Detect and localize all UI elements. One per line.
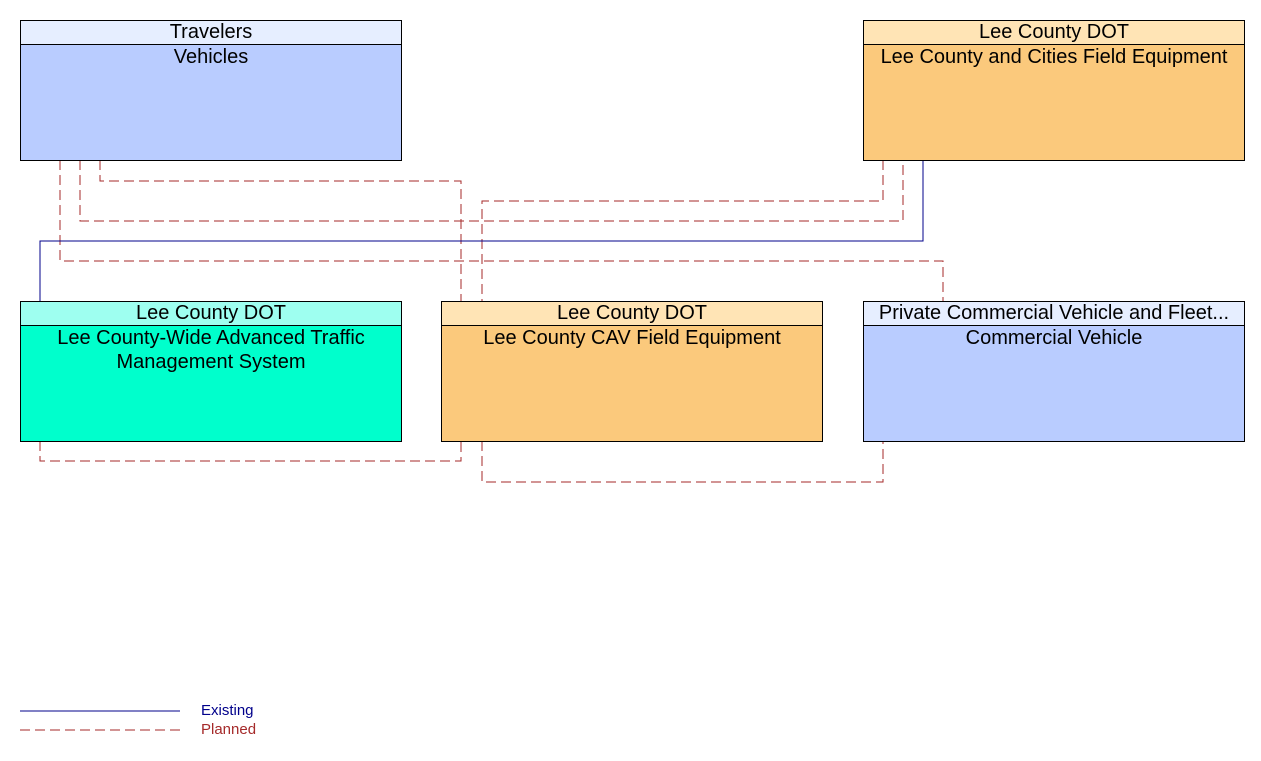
node-vehicles-owner: Travelers xyxy=(21,21,401,45)
flow-cav-commercial xyxy=(481,441,884,483)
node-commercial-owner: Private Commercial Vehicle and Fleet... xyxy=(864,302,1244,326)
flow-field-equipment-cav xyxy=(481,160,884,301)
node-field-equipment[interactable]: Lee County DOT Lee County and Cities Fie… xyxy=(863,20,1245,161)
node-commercial-name: Commercial Vehicle xyxy=(965,327,1143,349)
node-vehicles-name: Vehicles xyxy=(173,46,249,68)
flow-vehicles-commercial xyxy=(59,160,944,301)
flow-field-equipment-atms xyxy=(39,160,924,301)
legend-existing-label: Existing xyxy=(201,702,254,719)
node-atms[interactable]: Lee County DOT Lee County-Wide Advanced … xyxy=(20,301,402,442)
flow-atms-cav xyxy=(39,441,462,462)
node-commercial[interactable]: Private Commercial Vehicle and Fleet... … xyxy=(863,301,1245,442)
node-field-equipment-name: Lee County and Cities Field Equipment xyxy=(880,46,1228,68)
legend-planned-label: Planned xyxy=(201,721,257,738)
node-field-equipment-owner: Lee County DOT xyxy=(864,21,1244,45)
node-atms-name: Lee County-Wide Advanced Traffic Managem… xyxy=(57,327,365,373)
node-cav-owner: Lee County DOT xyxy=(442,302,822,326)
node-atms-owner: Lee County DOT xyxy=(21,302,401,326)
flow-vehicles-field-equipment xyxy=(79,160,904,222)
node-cav-name: Lee County CAV Field Equipment xyxy=(483,327,781,349)
node-vehicles[interactable]: Travelers Vehicles xyxy=(20,20,402,161)
flow-vehicles-cav xyxy=(99,160,462,301)
node-cav[interactable]: Lee County DOT Lee County CAV Field Equi… xyxy=(441,301,823,442)
